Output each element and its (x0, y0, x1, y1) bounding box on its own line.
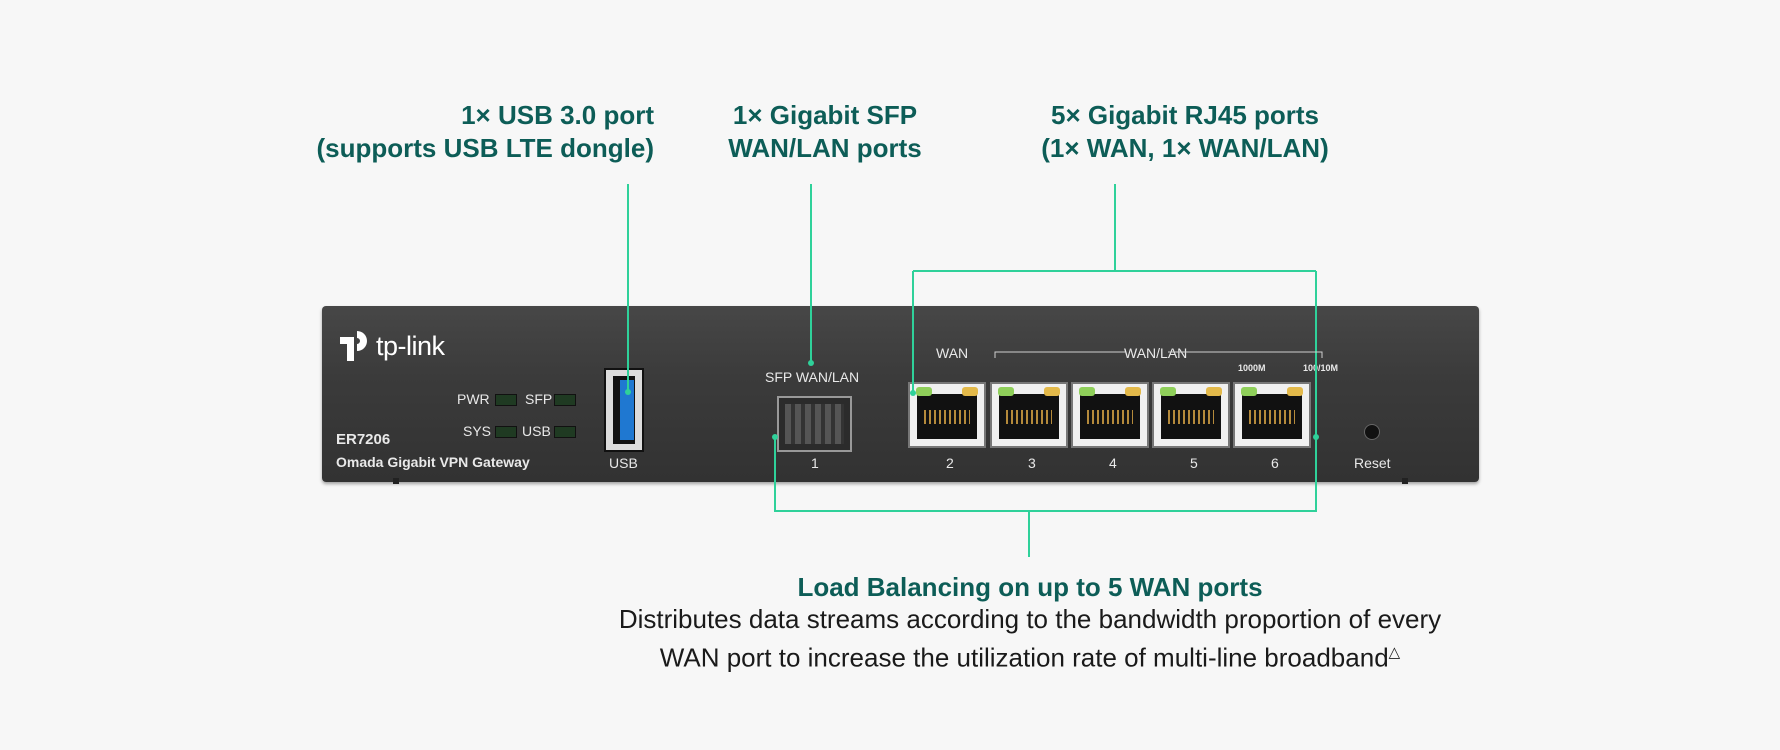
sfp-port-title: SFP WAN/LAN (765, 369, 860, 385)
wanlan-group-label: WAN/LAN (1124, 345, 1188, 361)
router-front-panel: tp-link PWR SFP SYS USB ER7206 Omada Gig… (322, 306, 1479, 484)
callout-usb-line2: (supports USB LTE dongle) (316, 133, 655, 163)
callout-load-balancing-title: Load Balancing on up to 5 WAN ports (797, 572, 1263, 602)
rj45-port-6[interactable] (1233, 382, 1311, 448)
port-number-2: 2 (946, 455, 954, 471)
callout-sfp-line1: 1× Gigabit SFP (732, 100, 918, 130)
usb-callout-dot (625, 389, 631, 395)
reset-label: Reset (1354, 455, 1391, 471)
rj45-port-3[interactable] (990, 382, 1068, 448)
rj45-left-dot (910, 390, 916, 396)
led-label-usb: USB (522, 423, 551, 439)
callout-usb-line1: 1× USB 3.0 port (461, 100, 654, 130)
port-number-4: 4 (1109, 455, 1117, 471)
callout-sfp-line2: WAN/LAN ports (728, 133, 922, 163)
wanlan-bracket (994, 351, 1323, 358)
lb-right-dot (1313, 434, 1319, 440)
load-balancing-bracket (774, 437, 1317, 557)
rj45-port-4[interactable] (1071, 382, 1149, 448)
sfp-port[interactable] (777, 396, 852, 452)
footnote-mark: △ (1388, 644, 1401, 661)
lb-left-dot (772, 434, 778, 440)
callout-rj45-line2: (1× WAN, 1× WAN/LAN) (1041, 133, 1329, 163)
description-line2: WAN port to increase the utilization rat… (480, 636, 1580, 675)
port-number-5: 5 (1190, 455, 1198, 471)
reset-button[interactable] (1364, 424, 1380, 440)
rj45-port-2[interactable] (908, 382, 986, 448)
brand-name: tp-link (376, 330, 445, 361)
rj45-port-5[interactable] (1152, 382, 1230, 448)
device-subtitle: Omada Gigabit VPN Gateway (336, 454, 530, 470)
description-line2-text: WAN port to increase the utilization rat… (659, 642, 1389, 673)
rj45-callout-bracket (912, 184, 1317, 437)
port-number-1: 1 (811, 455, 819, 471)
device-foot-right (1402, 478, 1408, 484)
callout-rj45: 5× Gigabit RJ45 ports (1× WAN, 1× WAN/LA… (1020, 99, 1350, 165)
callout-usb: 1× USB 3.0 port (supports USB LTE dongle… (317, 99, 655, 165)
sys-led-icon (495, 426, 517, 438)
usb-port[interactable] (604, 368, 644, 452)
description-line1: Distributes data streams according to th… (618, 604, 1442, 634)
callout-load-balancing-description: Distributes data streams according to th… (480, 603, 1580, 675)
sfp-callout-dot (808, 360, 814, 366)
pwr-led-icon (495, 394, 517, 406)
sfp-led-icon (554, 394, 576, 406)
tp-link-logo: tp-link (338, 326, 445, 366)
usb-port-label: USB (609, 455, 638, 471)
led-label-pwr: PWR (457, 391, 490, 407)
model-name: ER7206 (336, 431, 391, 448)
usb-led-icon (554, 426, 576, 438)
led-label-sys: SYS (463, 423, 492, 439)
tp-link-logo-icon (338, 329, 372, 363)
callout-sfp: 1× Gigabit SFP WAN/LAN ports (725, 99, 925, 165)
device-foot-left (393, 478, 399, 484)
port-number-3: 3 (1028, 455, 1036, 471)
wan-group-label: WAN (936, 345, 969, 361)
callout-rj45-line1: 5× Gigabit RJ45 ports (1050, 100, 1320, 130)
led-label-sfp: SFP (525, 391, 553, 407)
speed-100m-label: 100/10M (1303, 363, 1339, 373)
speed-1000m-label: 1000M (1238, 363, 1266, 373)
port-number-6: 6 (1271, 455, 1279, 471)
